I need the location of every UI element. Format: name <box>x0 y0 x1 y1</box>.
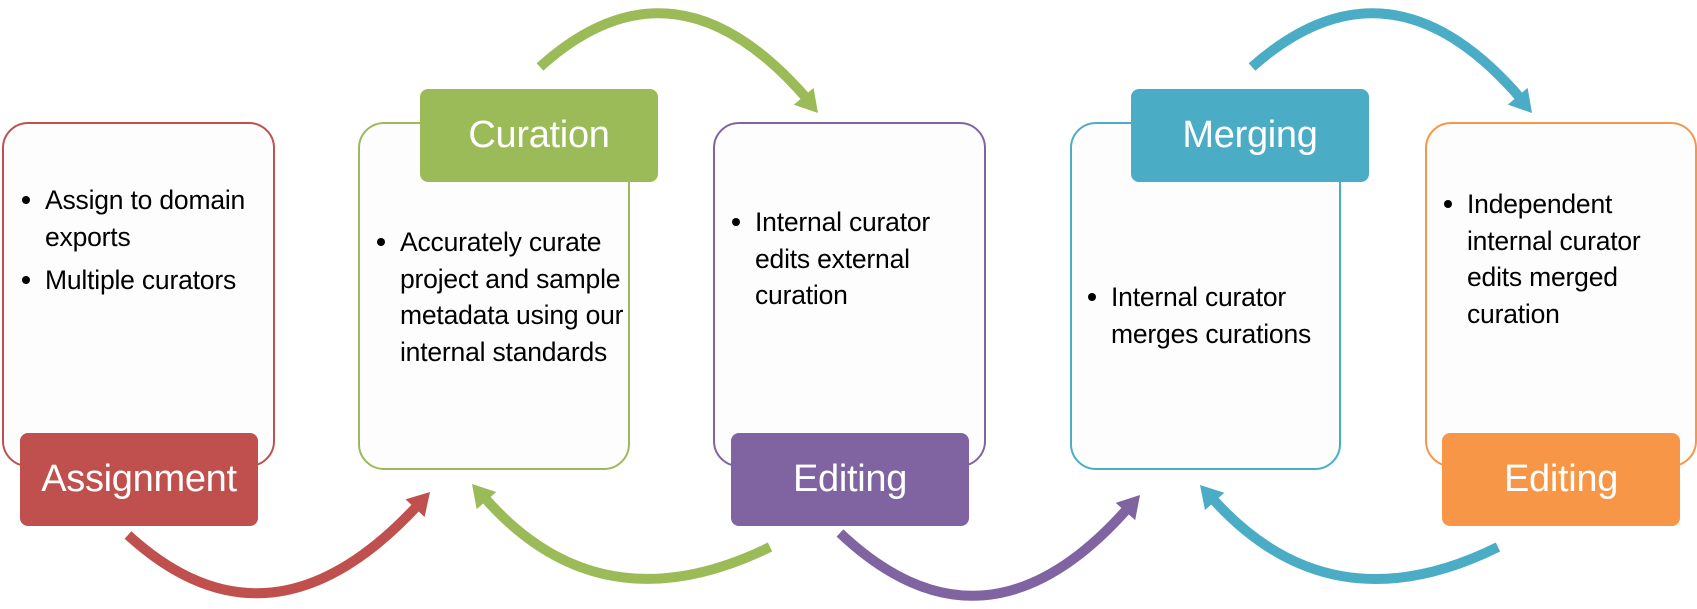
arrowhead-icon <box>1200 485 1225 511</box>
arrow-assignment-to-curation <box>124 492 430 599</box>
stage-label-merging: Merging <box>1131 89 1369 182</box>
stage-box-editing-external <box>713 122 986 467</box>
bullet-item: Multiple curators <box>22 262 270 299</box>
arrow-curation-to-editing <box>536 8 818 113</box>
arrow-shaft <box>1208 494 1501 584</box>
stage-bullets-curation: Accurately curate project and sample met… <box>377 224 625 377</box>
stage-box-editing-merged <box>1425 122 1697 467</box>
arrow-shaft <box>1248 8 1526 104</box>
arrow-merging-to-editing <box>1248 8 1532 113</box>
stage-bullets-assignment: Assign to domain exports Multiple curato… <box>22 182 270 306</box>
arrow-editing-to-merging-return <box>1200 485 1501 584</box>
stage-label-editing-external: Editing <box>731 433 969 526</box>
stage-label-editing-merged: Editing <box>1442 433 1680 526</box>
bullet-item: Internal curator edits external curation <box>732 204 980 314</box>
bullet-item: Assign to domain exports <box>22 182 270 255</box>
stage-bullets-editing-external: Internal curator edits external curation <box>732 204 980 321</box>
arrowhead-icon <box>405 492 430 517</box>
arrow-shaft <box>836 504 1132 601</box>
arrowhead-icon <box>793 87 818 113</box>
stage-bullets-merging: Internal curator merges curations <box>1088 279 1336 359</box>
stage-label-curation: Curation <box>420 89 658 182</box>
arrowhead-icon <box>472 484 497 510</box>
bullet-item: Accurately curate project and sample met… <box>377 224 625 370</box>
bullet-item: Internal curator merges curations <box>1088 279 1336 352</box>
arrow-shaft <box>124 501 422 599</box>
arrow-editing-to-merging <box>836 495 1140 601</box>
arrowhead-icon <box>1115 495 1140 521</box>
arrow-shaft <box>480 493 773 584</box>
arrow-shaft <box>536 8 812 104</box>
bullet-item: Independent internal curator edits merge… <box>1444 186 1692 332</box>
stage-bullets-editing-merged: Independent internal curator edits merge… <box>1444 186 1692 339</box>
arrow-editing-to-curation <box>472 484 773 584</box>
arrowhead-icon <box>1507 87 1532 113</box>
stage-box-assignment <box>2 122 275 467</box>
stage-label-assignment: Assignment <box>20 433 258 526</box>
